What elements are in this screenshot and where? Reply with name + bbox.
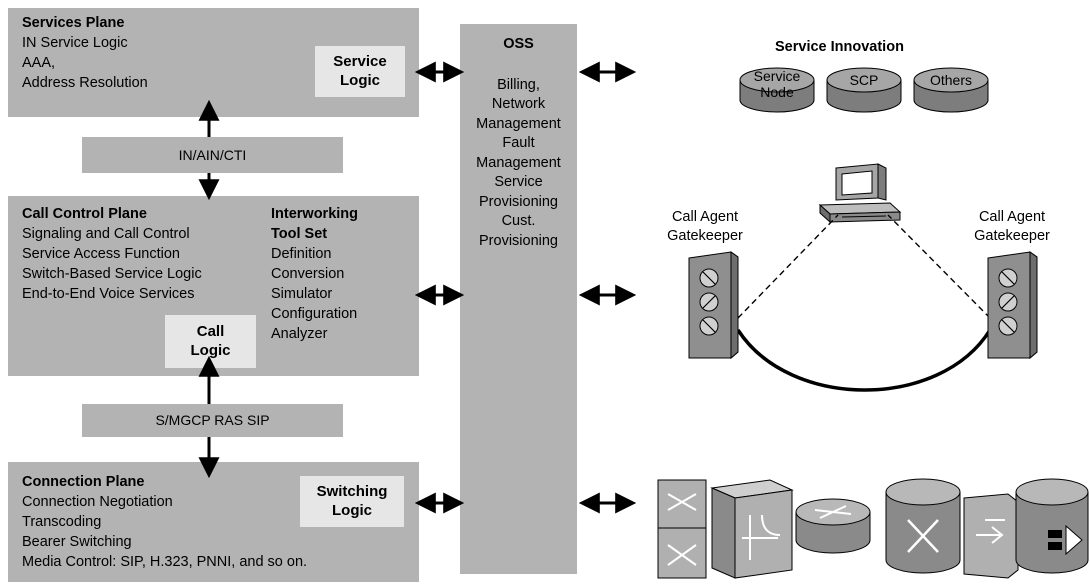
services-plane-line-1: IN Service Logic — [22, 35, 128, 51]
dashed-link-left — [737, 214, 839, 319]
smgcp-band: S/MGCP RAS SIP — [82, 404, 343, 437]
smgcp-label: S/MGCP RAS SIP — [155, 412, 270, 428]
oss-line-9: Provisioning — [479, 232, 558, 249]
call-agent-right-line-2: Gatekeeper — [974, 228, 1050, 244]
x-router-icon — [885, 478, 961, 574]
others-cylinder — [913, 67, 989, 113]
service-logic-line-1: Service — [333, 53, 387, 70]
bearer-curve — [736, 329, 992, 392]
call-agent-left-line-2: Gatekeeper — [667, 228, 743, 244]
service-node-label-1: Service — [754, 68, 801, 84]
connection-plane-title: Connection Plane — [22, 474, 145, 490]
call-control-line-1: Signaling and Call Control — [22, 226, 190, 242]
call-control-plane-title: Call Control Plane — [22, 206, 147, 222]
call-control-line-4: End-to-End Voice Services — [22, 286, 195, 302]
oss-line-3: Management — [476, 115, 561, 132]
terminal-icon — [818, 163, 902, 224]
toolset-item-4: Configuration — [271, 306, 358, 322]
call-logic-line-1: Call — [196, 323, 225, 340]
gateway-icon — [963, 493, 1019, 579]
scp-cylinder — [826, 67, 902, 113]
call-agent-right-label: Call Agent Gatekeeper — [952, 208, 1072, 246]
oss-line-6: Service — [494, 174, 543, 190]
scp-label: SCP — [850, 72, 879, 88]
router-icon — [795, 498, 871, 554]
call-agent-right-line-1: Call Agent — [978, 209, 1046, 225]
call-logic-line-2: Logic — [190, 342, 231, 359]
service-logic-box: Service Logic — [315, 46, 405, 97]
oss-line-4: Fault — [502, 135, 535, 151]
toolset-title-line-2: Tool Set — [271, 226, 328, 242]
others-label: Others — [930, 72, 972, 88]
call-agent-left-label: Call Agent Gatekeeper — [645, 208, 765, 246]
oss-line-8: Cust. — [501, 213, 536, 229]
service-node-cylinder — [739, 67, 815, 113]
toolset-item-1: Definition — [271, 246, 332, 262]
services-plane-line-2: AAA, — [22, 55, 56, 71]
dashed-link-right — [887, 214, 991, 319]
toolset-item-3: Simulator — [271, 286, 333, 302]
gatekeeper-stack-icon — [987, 251, 1038, 360]
in-ain-cti-label: IN/AIN/CTI — [178, 147, 247, 163]
switching-logic-line-2: Logic — [332, 502, 372, 519]
toolset-item-5: Analyzer — [271, 326, 328, 342]
service-node-label-2: Node — [760, 84, 794, 100]
call-agent-left-line-1: Call Agent — [671, 209, 739, 225]
oss-line-1: Billing, — [497, 76, 540, 93]
oss-text: OSS Billing, Network Management Fault Ma… — [460, 35, 577, 251]
toolset-title-line-1: Interworking — [271, 206, 359, 222]
atm-switch-icon — [657, 479, 707, 579]
services-plane-line-3: Address Resolution — [22, 75, 148, 91]
connection-line-4: Media Control: SIP, H.323, PNNI, and so … — [22, 554, 308, 570]
switching-logic-line-1: Switching — [316, 483, 388, 500]
cube-switch-icon — [710, 479, 794, 579]
gatekeeper-stack-icon — [688, 251, 739, 360]
voice-router-icon — [1015, 478, 1089, 574]
services-plane-title: Services Plane — [22, 15, 125, 31]
oss-title: OSS — [503, 36, 534, 52]
oss-column — [460, 24, 577, 574]
oss-line-7: Provisioning — [479, 193, 558, 210]
oss-line-2: Network — [491, 96, 546, 112]
oss-line-5: Management — [476, 154, 561, 171]
connection-line-2: Transcoding — [22, 514, 102, 530]
in-ain-cti-band: IN/AIN/CTI — [82, 137, 343, 173]
toolset-item-2: Conversion — [271, 266, 345, 282]
call-control-line-2: Service Access Function — [22, 246, 180, 262]
connection-line-1: Connection Negotiation — [22, 494, 173, 510]
service-logic-line-2: Logic — [340, 72, 380, 89]
connection-line-3: Bearer Switching — [22, 534, 132, 550]
call-control-line-3: Switch-Based Service Logic — [22, 266, 202, 282]
service-innovation-title: Service Innovation — [775, 39, 904, 55]
switching-logic-box: Switching Logic — [300, 476, 404, 527]
